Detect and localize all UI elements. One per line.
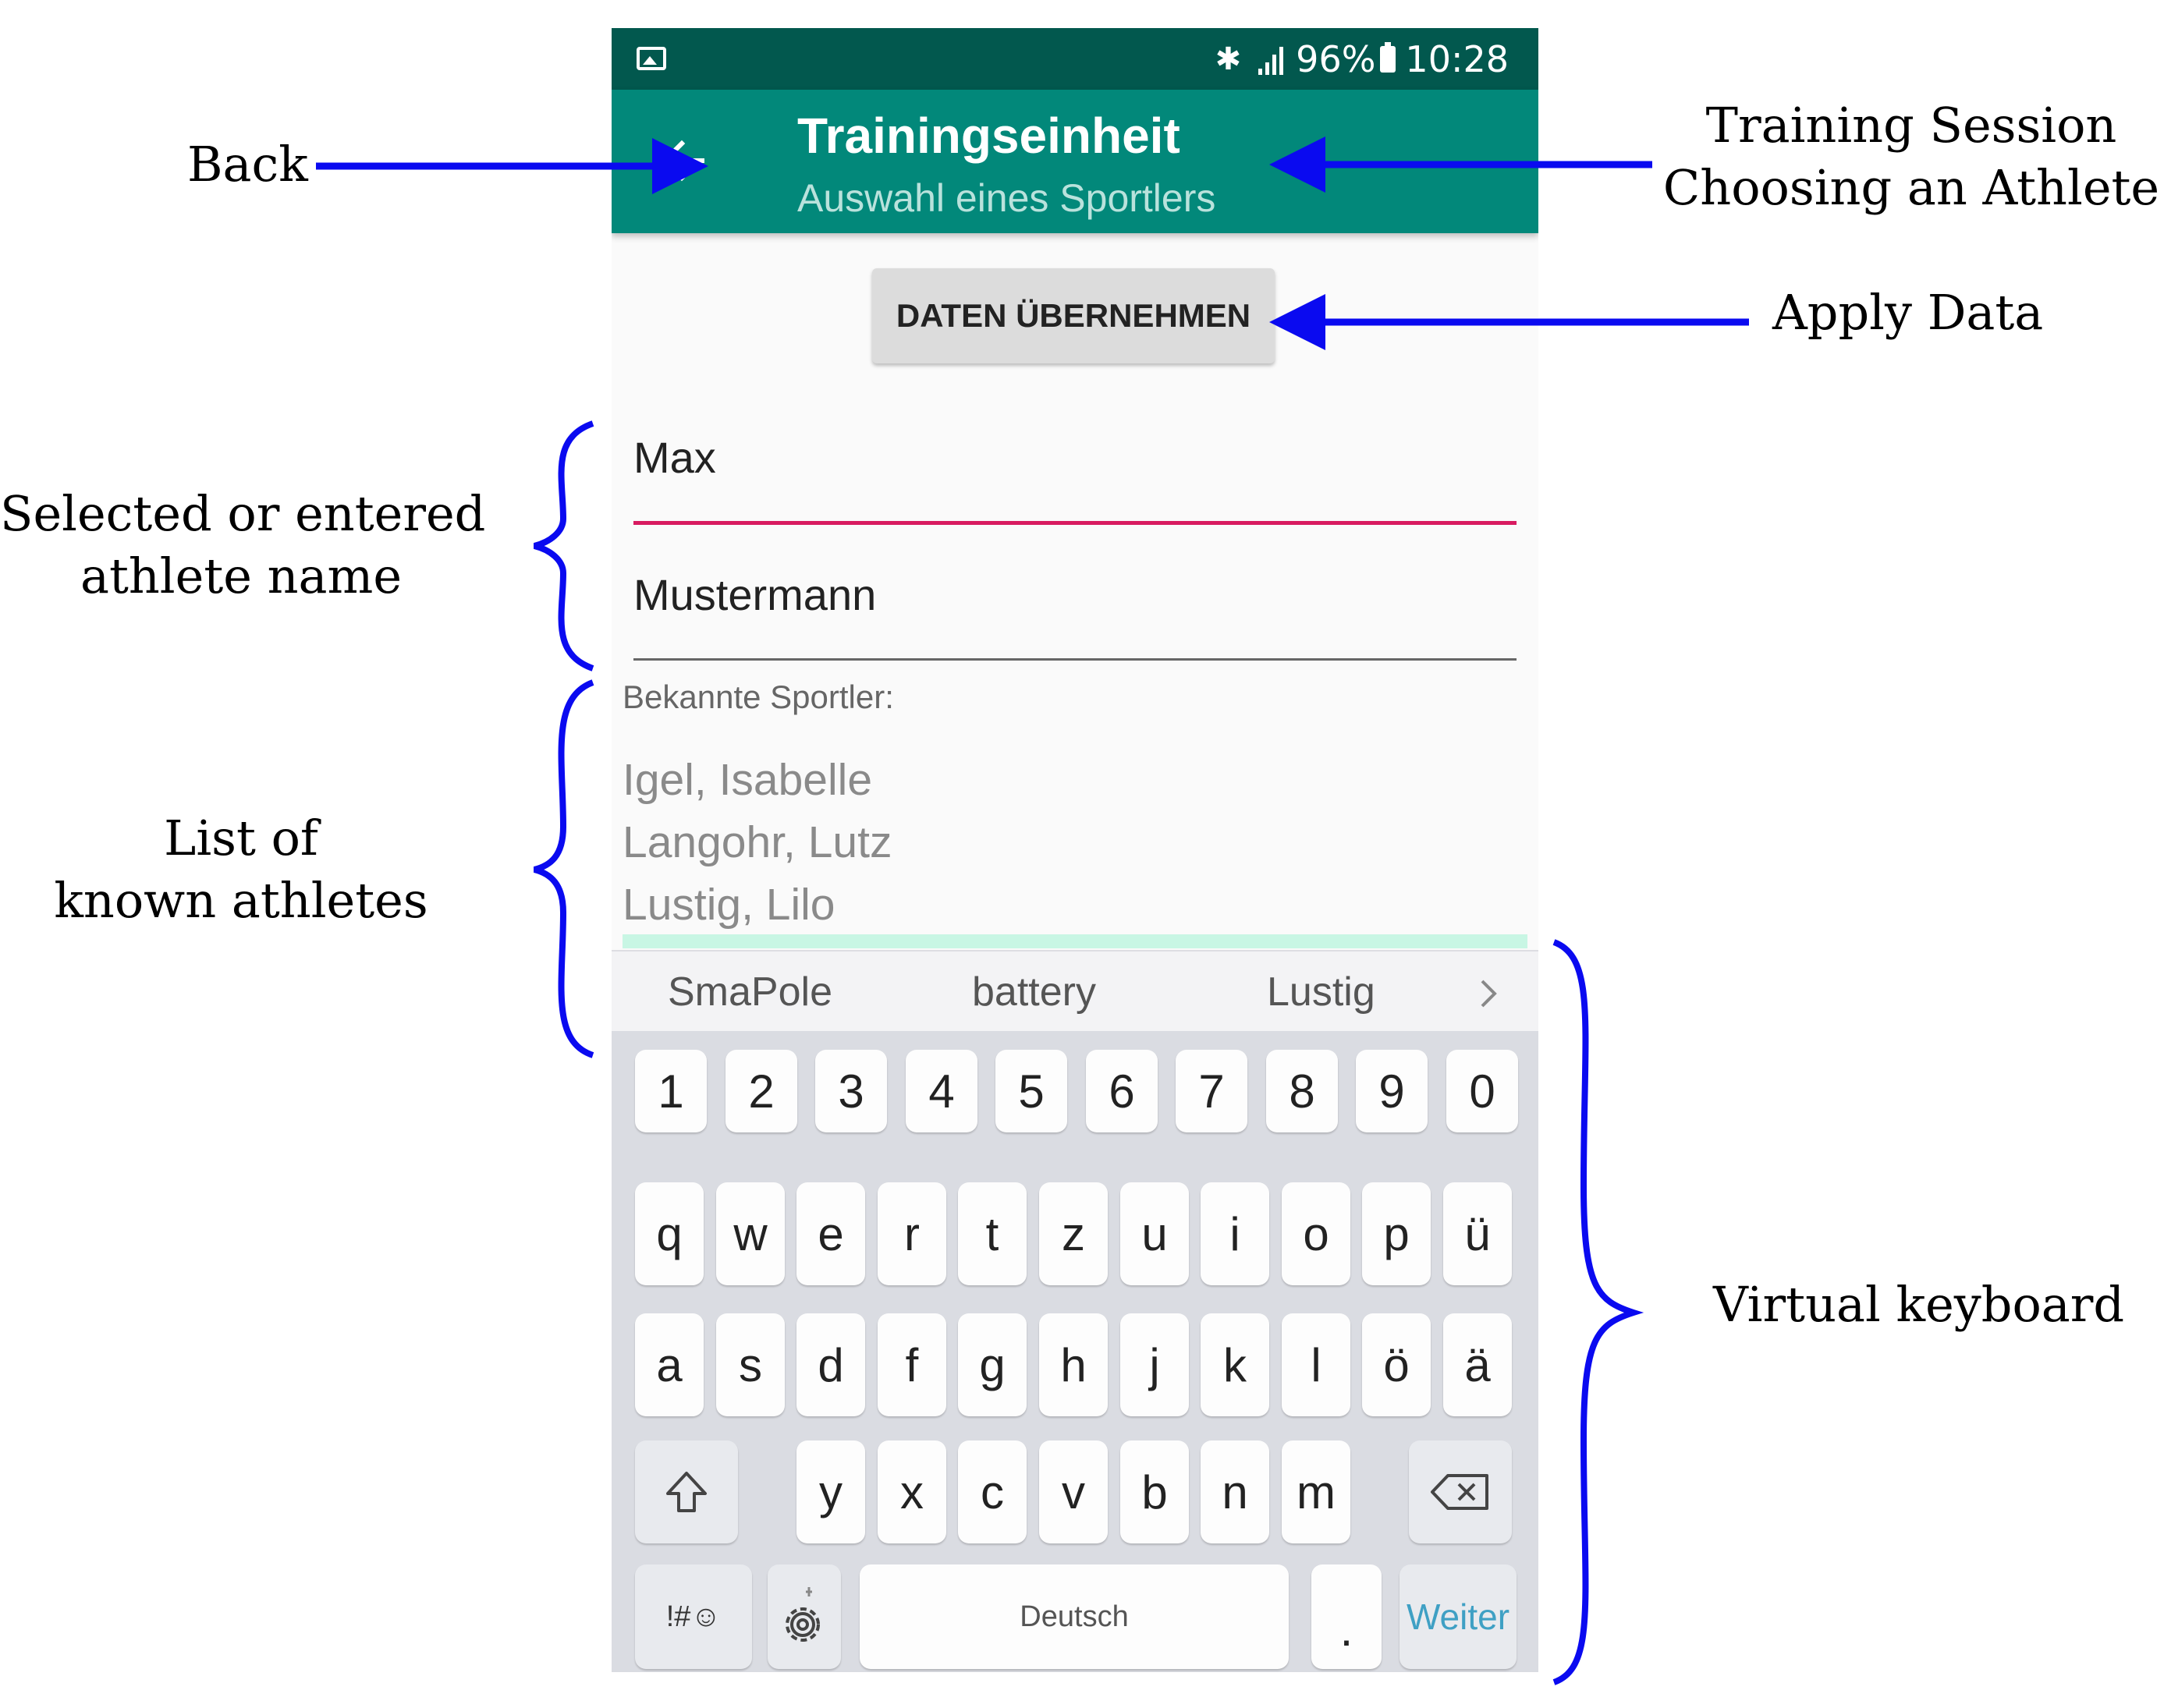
key-l[interactable]: l <box>1282 1313 1350 1416</box>
first-name-field[interactable]: Max <box>633 432 1517 526</box>
signal-icon <box>1258 44 1286 75</box>
annotation-list-line2: known athletes <box>54 872 428 929</box>
suggestion-bar: SmaPole battery Lustig <box>612 950 1538 1033</box>
list-brace <box>533 679 594 1058</box>
battery-charging-icon <box>1380 41 1396 73</box>
battery-percent: 96% <box>1296 37 1376 80</box>
annotation-back: Back <box>187 136 308 193</box>
page-subtitle: Auswahl eines Sportlers <box>797 176 1216 220</box>
key-m[interactable]: m <box>1282 1440 1350 1543</box>
last-name-underline <box>633 658 1517 661</box>
keyboard-brace <box>1552 939 1644 1685</box>
key-c[interactable]: c <box>958 1440 1027 1543</box>
first-name-underline <box>633 521 1517 525</box>
annotation-list-line1: List of <box>164 810 318 866</box>
known-athletes-list: Igel, Isabelle Langohr, Lutz Lustig, Lil… <box>623 749 892 936</box>
key-g[interactable]: g <box>958 1313 1027 1416</box>
key-8[interactable]: 8 <box>1266 1050 1338 1132</box>
key-5[interactable]: 5 <box>995 1050 1067 1132</box>
key-k[interactable]: k <box>1201 1313 1269 1416</box>
annotation-keyboard: Virtual keyboard <box>1713 1276 2125 1333</box>
key-a-umlaut[interactable]: ä <box>1443 1313 1512 1416</box>
suggestion-item[interactable]: battery <box>972 969 1096 1015</box>
key-0[interactable]: 0 <box>1446 1050 1518 1132</box>
last-name-field[interactable]: Mustermann <box>633 569 1517 663</box>
key-p[interactable]: p <box>1362 1182 1431 1285</box>
key-o-umlaut[interactable]: ö <box>1362 1313 1431 1416</box>
backspace-key[interactable] <box>1409 1440 1512 1543</box>
key-4[interactable]: 4 <box>906 1050 977 1132</box>
key-a[interactable]: a <box>635 1313 704 1416</box>
symbols-key[interactable]: !#☺ <box>635 1564 752 1669</box>
key-o[interactable]: o <box>1282 1182 1350 1285</box>
key-2[interactable]: 2 <box>725 1050 797 1132</box>
key-n[interactable]: n <box>1201 1440 1269 1543</box>
list-item[interactable]: Igel, Isabelle <box>623 755 873 805</box>
annotation-title-line1: Training Session <box>1705 97 2117 154</box>
list-scroll-edge <box>623 934 1527 948</box>
key-u[interactable]: u <box>1120 1182 1189 1285</box>
key-h[interactable]: h <box>1039 1313 1108 1416</box>
key-e[interactable]: e <box>796 1182 865 1285</box>
chevron-right-icon[interactable] <box>1478 978 1499 1009</box>
settings-key[interactable] <box>768 1564 841 1669</box>
bluetooth-icon: ✱ <box>1215 41 1242 77</box>
key-w[interactable]: w <box>716 1182 785 1285</box>
first-name-value: Max <box>633 433 716 482</box>
key-x[interactable]: x <box>878 1440 946 1543</box>
key-s[interactable]: s <box>716 1313 785 1416</box>
key-y[interactable]: y <box>796 1440 865 1543</box>
known-athletes-label: Bekannte Sportler: <box>623 679 894 715</box>
status-bar-right: ✱ 96% 10:28 <box>1215 28 1509 90</box>
last-name-value: Mustermann <box>633 570 877 619</box>
enter-key[interactable]: Weiter <box>1400 1564 1517 1669</box>
key-v[interactable]: v <box>1039 1440 1108 1543</box>
key-t[interactable]: t <box>958 1182 1027 1285</box>
suggestion-item[interactable]: SmaPole <box>668 969 832 1015</box>
key-b[interactable]: b <box>1120 1440 1189 1543</box>
apply-data-button[interactable]: DATEN ÜBERNEHMEN <box>872 268 1275 363</box>
status-bar: ✱ 96% 10:28 <box>612 28 1538 90</box>
status-time: 10:28 <box>1405 37 1509 80</box>
backspace-icon <box>1431 1474 1488 1510</box>
key-9[interactable]: 9 <box>1356 1050 1428 1132</box>
annotation-title-line2: Choosing an Athlete <box>1662 159 2160 216</box>
page-title: Trainingseinheit <box>797 108 1180 164</box>
phone-screen: ✱ 96% 10:28 Trainingseinheit Auswahl ein… <box>612 28 1538 1672</box>
name-brace <box>533 420 594 672</box>
gear-icon <box>786 1587 820 1642</box>
key-u-umlaut[interactable]: ü <box>1443 1182 1512 1285</box>
list-item[interactable]: Langohr, Lutz <box>623 817 892 867</box>
annotation-apply: Apply Data <box>1772 284 2044 341</box>
key-r[interactable]: r <box>878 1182 946 1285</box>
photo-icon <box>637 47 666 70</box>
key-6[interactable]: 6 <box>1086 1050 1158 1132</box>
key-3[interactable]: 3 <box>815 1050 887 1132</box>
key-d[interactable]: d <box>796 1313 865 1416</box>
period-key[interactable]: . <box>1311 1564 1382 1669</box>
app-bar: Trainingseinheit Auswahl eines Sportlers <box>612 90 1538 233</box>
key-i[interactable]: i <box>1201 1182 1269 1285</box>
annotation-name-line2: athlete name <box>80 547 403 604</box>
annotation-name-line1: Selected or entered <box>0 485 486 542</box>
shift-icon <box>666 1472 707 1512</box>
key-1[interactable]: 1 <box>635 1050 707 1132</box>
key-7[interactable]: 7 <box>1176 1050 1247 1132</box>
key-z[interactable]: z <box>1039 1182 1108 1285</box>
key-f[interactable]: f <box>878 1313 946 1416</box>
key-j[interactable]: j <box>1120 1313 1189 1416</box>
shift-key[interactable] <box>635 1440 738 1543</box>
virtual-keyboard: 1 2 3 4 5 6 7 8 9 0 q w e r t z u i o p … <box>612 1031 1538 1672</box>
key-q[interactable]: q <box>635 1182 704 1285</box>
list-item[interactable]: Lustig, Lilo <box>623 880 835 930</box>
suggestion-item[interactable]: Lustig <box>1267 969 1375 1015</box>
space-bar[interactable]: Deutsch <box>860 1564 1289 1669</box>
